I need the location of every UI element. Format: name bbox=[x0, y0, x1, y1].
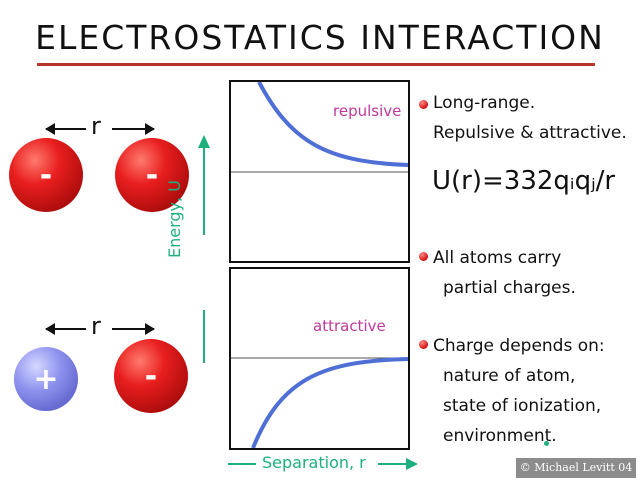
copyright-badge: © Michael Levitt 04 bbox=[516, 458, 636, 478]
positive-charge-ball: + bbox=[14, 347, 78, 411]
negative-charge-ball: - bbox=[9, 138, 83, 212]
repulsive-curve bbox=[231, 82, 408, 173]
energy-axis-label: Energy, U bbox=[165, 180, 184, 258]
attractive-label: attractive bbox=[313, 317, 386, 335]
separation-axis-arrow bbox=[228, 458, 418, 470]
left-arrow-icon bbox=[45, 123, 86, 135]
page-title: ELECTROSTATICS INTERACTION bbox=[35, 18, 605, 57]
bullet-text-3: Charge depends on: nature of atom, state… bbox=[433, 336, 605, 446]
bullet-text-1: Long-range. Repulsive & attractive. bbox=[433, 93, 627, 143]
separation-label-top: r bbox=[91, 112, 101, 140]
separation-label-bottom: r bbox=[91, 312, 101, 340]
energy-axis-arrow bbox=[198, 135, 210, 363]
attractive-panel: attractive bbox=[229, 267, 410, 450]
negative-charge-ball: - bbox=[115, 138, 189, 212]
repulsive-panel: repulsive bbox=[229, 80, 410, 263]
separation-axis-label: Separation, r bbox=[262, 453, 366, 472]
negative-charge-ball: - bbox=[114, 339, 188, 413]
left-arrow-icon bbox=[45, 323, 86, 335]
coulomb-formula: U(r)=332qᵢqⱼ/r bbox=[432, 166, 616, 196]
green-dot-icon bbox=[544, 441, 549, 446]
right-arrow-icon bbox=[112, 323, 155, 335]
bullet-dot-icon bbox=[419, 252, 428, 261]
bullet-dot-icon bbox=[419, 100, 428, 109]
attractive-curve bbox=[231, 357, 408, 448]
right-arrow-icon bbox=[112, 123, 155, 135]
repulsive-label: repulsive bbox=[333, 102, 402, 120]
bullet-dot-icon bbox=[419, 340, 428, 349]
bullet-text-2: All atoms carry partial charges. bbox=[433, 248, 576, 298]
title-underline bbox=[37, 63, 595, 66]
